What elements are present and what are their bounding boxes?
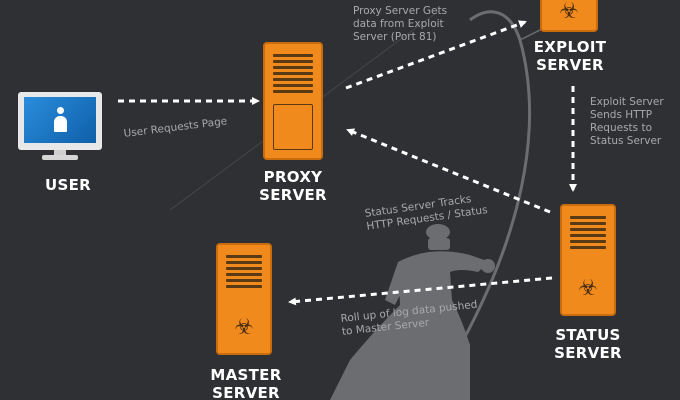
- proxy-server-label: PROXY SERVER: [259, 168, 327, 204]
- arrow-status-to-proxy: [346, 128, 551, 214]
- status-server-tower-icon: ☣: [560, 204, 616, 316]
- proxy-server-tower-icon: [263, 42, 323, 160]
- computer-monitor-user-icon: [18, 92, 102, 160]
- user-label: USER: [45, 176, 91, 194]
- fishing-rod-icon: [453, 10, 532, 356]
- status-server-label: STATUS SERVER: [554, 326, 622, 362]
- master-server-label: MASTER SERVER: [210, 366, 282, 400]
- annotation-exploit-sends: Exploit Server Sends HTTP Requests to St…: [590, 96, 664, 147]
- annotation-proxy-gets-data: Proxy Server Gets data from Exploit Serv…: [353, 5, 448, 43]
- exploit-server-tower-icon: ☣: [540, 0, 598, 32]
- exploit-server-label: EXPLOIT SERVER: [533, 38, 607, 74]
- master-server-tower-icon: ☣: [216, 243, 272, 355]
- arrow-proxy-to-exploit: [345, 20, 527, 90]
